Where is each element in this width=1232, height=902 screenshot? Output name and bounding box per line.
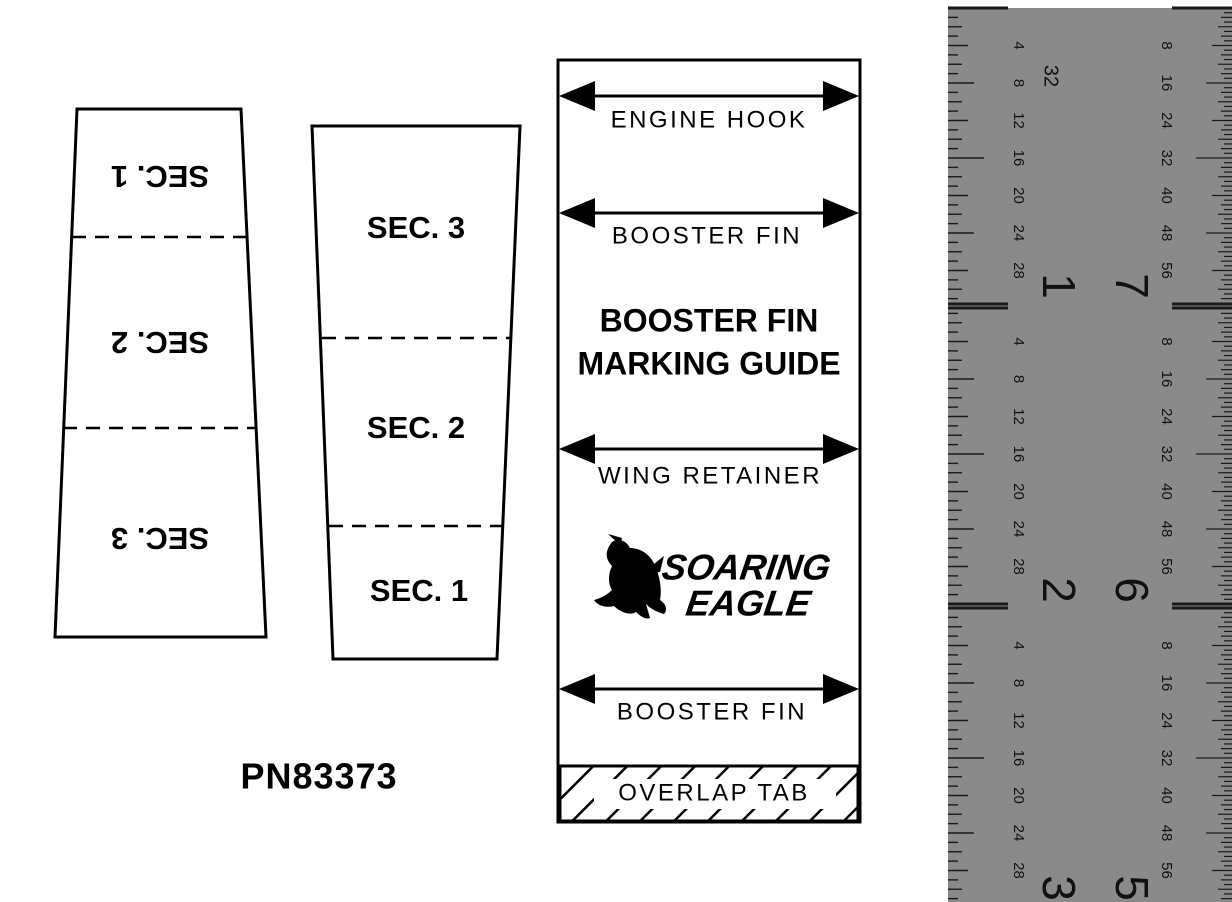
- ruler-scale-label-right: 40: [1158, 187, 1175, 204]
- ruler-inch-label-left: 1: [1033, 273, 1085, 299]
- ruler-scale-label-left: 12: [1010, 712, 1027, 729]
- ruler-scale-label-left: 4: [1010, 337, 1027, 345]
- ruler-scale-label-right: 8: [1158, 337, 1175, 345]
- middle-shroud: SEC. 3 SEC. 2 SEC. 1: [310, 124, 522, 661]
- ruler-scale-label-left: 20: [1010, 187, 1027, 204]
- ruler-scale-label-left: 20: [1010, 787, 1027, 804]
- booster-fin-bottom-label: BOOSTER FIN: [617, 698, 807, 725]
- ruler-ticks: 4812162024284812162024284812162024288162…: [948, 6, 1232, 900]
- ruler-scale-label-right: 40: [1158, 483, 1175, 500]
- ruler-scale-label-right: 56: [1158, 262, 1175, 279]
- ruler-scale-label-right: 24: [1158, 712, 1175, 729]
- ruler-scale-label-left: 16: [1010, 446, 1027, 463]
- ruler-scale-label-left: 28: [1010, 558, 1027, 575]
- ruler-scale-label-left: 20: [1010, 483, 1027, 500]
- ruler-scale-label-right: 16: [1158, 75, 1175, 92]
- engine-hook-label: ENGINE HOOK: [611, 106, 808, 133]
- left-shroud-sec-2-label: SEC. 2: [111, 325, 209, 360]
- ruler-scale-label-left: 24: [1010, 225, 1027, 242]
- ruler-scale-label-left: 8: [1010, 679, 1027, 687]
- guide-title-line-1: BOOSTER FIN: [600, 302, 819, 338]
- ruler-scale-label-right: 48: [1158, 225, 1175, 242]
- ruler-scale-label-left: 12: [1010, 408, 1027, 425]
- ruler-scale-label-left: 28: [1010, 862, 1027, 879]
- ruler-scale-label-left: 4: [1010, 641, 1027, 649]
- ruler-inch-label-right: 5: [1106, 875, 1158, 901]
- left-shroud: SEC. 1 SEC. 2 SEC. 3: [53, 107, 268, 639]
- middle-shroud-sec-1-label: SEC. 1: [370, 573, 468, 608]
- left-shroud-sec-3-label: SEC. 3: [111, 521, 209, 556]
- overlap-tab-label: OVERLAP TAB: [618, 779, 810, 806]
- left-shroud-sec-1-label: SEC. 1: [111, 159, 209, 194]
- ruler-scale-label-left: 8: [1010, 375, 1027, 383]
- ruler-scale-label-left: 8: [1010, 79, 1027, 87]
- ruler-scale-label-left: 16: [1010, 750, 1027, 767]
- ruler-scale-label-right: 56: [1158, 862, 1175, 879]
- ruler-inch-label-right: 6: [1106, 577, 1158, 603]
- ruler-scale-label-left: 4: [1010, 41, 1027, 49]
- middle-shroud-sec-3-label: SEC. 3: [367, 210, 465, 245]
- ruler-inch-label-left: 2: [1033, 577, 1085, 603]
- ruler-scale-label-left: 28: [1010, 262, 1027, 279]
- ruler-scale-label-right: 32: [1158, 750, 1175, 767]
- soaring-eagle-logo: SOARING EAGLE: [594, 534, 833, 623]
- ruler-inch-label-left: 3: [1033, 875, 1085, 901]
- ruler-scale-label-left: 12: [1010, 112, 1027, 129]
- ruler-scale-label-right: 16: [1158, 675, 1175, 692]
- logo-text-line-2: EAGLE: [684, 583, 816, 624]
- ruler-body: [948, 8, 1232, 902]
- part-number: PN83373: [240, 756, 397, 797]
- eagle-icon: [594, 534, 667, 619]
- left-shroud-outline: [53, 107, 268, 639]
- overlap-tab-label-bg: [594, 779, 836, 809]
- ruler-scale-label-right: 56: [1158, 558, 1175, 575]
- ruler-scale-label-left: 16: [1010, 150, 1027, 167]
- ruler-scale-label-right: 32: [1158, 446, 1175, 463]
- ruler-inch-label-right: 7: [1106, 273, 1158, 299]
- ruler-scale-label-right: 8: [1158, 41, 1175, 49]
- ruler-scale-label-right: 32: [1158, 150, 1175, 167]
- ruler-32-label: 32: [1040, 65, 1062, 87]
- logo-text-line-1: SOARING: [660, 547, 834, 588]
- middle-shroud-sec-2-label: SEC. 2: [367, 410, 465, 445]
- wing-retainer-label: WING RETAINER: [598, 462, 822, 489]
- ruler-scale-label-left: 24: [1010, 825, 1027, 842]
- ruler-scale-label-left: 24: [1010, 521, 1027, 538]
- ruler-scale-label-right: 48: [1158, 521, 1175, 538]
- ruler: 4812162024284812162024284812162024288162…: [948, 6, 1232, 902]
- ruler-scale-label-right: 8: [1158, 641, 1175, 649]
- ruler-scale-label-right: 24: [1158, 408, 1175, 425]
- ruler-scale-label-right: 48: [1158, 825, 1175, 842]
- ruler-scale-label-right: 24: [1158, 112, 1175, 129]
- marking-guide-strip: ENGINE HOOK BOOSTER FIN BOOSTER FIN MARK…: [556, 58, 862, 824]
- guide-title-line-2: MARKING GUIDE: [577, 345, 840, 381]
- ruler-scale-label-right: 40: [1158, 787, 1175, 804]
- booster-fin-top-label: BOOSTER FIN: [612, 222, 802, 249]
- ruler-scale-label-right: 16: [1158, 371, 1175, 388]
